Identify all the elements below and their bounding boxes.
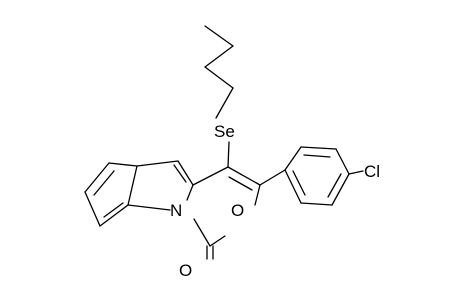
bond — [103, 202, 124, 218]
oxazinone-ring — [186, 166, 261, 260]
bond — [300, 146, 337, 150]
bond — [284, 169, 302, 204]
bond — [209, 235, 226, 247]
bond — [99, 204, 129, 227]
nitrogen-atom-label: N — [170, 201, 182, 220]
bond — [192, 166, 229, 186]
ring-oxygen-atom-label: O — [231, 201, 244, 220]
bond — [127, 165, 138, 206]
bond — [204, 25, 234, 47]
bond — [292, 170, 306, 196]
chlorophenyl-ring — [259, 146, 364, 206]
bond — [93, 170, 115, 196]
indole-core — [84, 160, 194, 227]
bond — [227, 166, 261, 186]
bond — [186, 184, 194, 201]
selenium-atom-label: Se — [214, 122, 235, 141]
bond — [228, 176, 253, 191]
bond — [127, 204, 171, 211]
bond — [215, 87, 234, 119]
selenium-bonds — [227, 141, 230, 168]
bond — [84, 191, 101, 227]
bond — [173, 164, 187, 183]
bond — [84, 162, 110, 193]
bond — [335, 148, 350, 175]
butyl-chain — [204, 25, 234, 119]
bond — [254, 184, 261, 206]
bond — [327, 173, 342, 198]
bond — [204, 66, 234, 89]
bond — [331, 173, 350, 206]
bond — [136, 160, 179, 167]
bond — [193, 218, 211, 247]
bond — [177, 160, 194, 186]
bond — [227, 141, 230, 168]
bond — [259, 169, 286, 186]
bond — [300, 202, 333, 206]
bond — [284, 146, 302, 171]
bond — [108, 162, 138, 167]
chlorine-atom-label: Cl — [364, 162, 380, 181]
bond — [204, 45, 234, 68]
bond — [348, 170, 364, 175]
bond — [303, 154, 331, 158]
carbonyl-oxygen-atom-label: O — [179, 261, 192, 280]
